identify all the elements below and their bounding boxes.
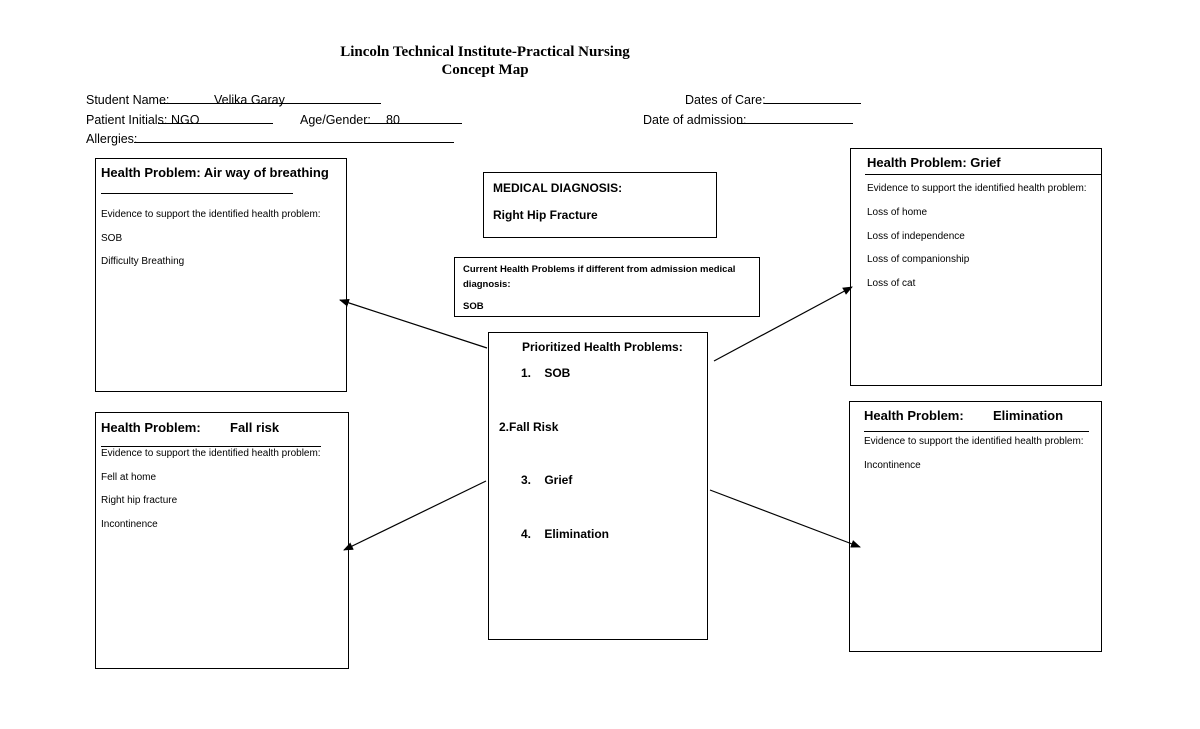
elimination-title-prefix: Health Problem:	[864, 408, 964, 423]
prioritized-label: Prioritized Health Problems:	[522, 340, 683, 354]
elimination-title-underline	[864, 431, 1089, 432]
health-problem-airway-box: Health Problem: Air way of breathing Evi…	[95, 158, 347, 392]
arrow-to-airway	[339, 298, 488, 349]
current-health-problems-box: Current Health Problems if different fro…	[454, 257, 760, 317]
prioritized-item: 2.Fall Risk	[499, 420, 559, 434]
airway-title-underline	[101, 193, 293, 194]
fall-evidence-item: Right hip fracture	[101, 495, 178, 506]
patient-initials-value: NGO	[171, 113, 200, 127]
document-title: Lincoln Technical Institute-Practical Nu…	[340, 44, 630, 60]
student-name-label: Student Name:	[86, 93, 170, 107]
patient-initials-underline	[158, 123, 273, 124]
airway-evidence-item: SOB	[101, 233, 123, 244]
dates-of-care-label: Dates of Care:	[685, 93, 766, 107]
grief-title: Health Problem: Grief	[867, 155, 1001, 170]
arrow-to-elimination	[709, 489, 861, 548]
elimination-evidence-label: Evidence to support the identified healt…	[864, 436, 1084, 447]
date-of-admission-label: Date of admission:	[643, 113, 747, 127]
current-problems-label-line2: diagnosis:	[463, 279, 511, 290]
grief-evidence-item: Loss of home	[867, 207, 928, 218]
medical-diagnosis-label: MEDICAL DIAGNOSIS:	[493, 181, 623, 195]
patient-initials-label: Patient Initials:	[86, 113, 168, 127]
arrow-to-fall	[343, 480, 487, 551]
grief-evidence-item: Loss of independence	[867, 231, 965, 242]
allergies-label: Allergies:	[86, 132, 138, 146]
fall-evidence-item: Incontinence	[101, 519, 158, 530]
student-name-underline	[160, 103, 381, 104]
dates-of-care-underline	[764, 103, 861, 104]
airway-evidence-label: Evidence to support the identified healt…	[101, 209, 321, 220]
allergies-underline	[134, 142, 454, 143]
current-problems-value: SOB	[463, 301, 484, 312]
prioritized-item: 3. Grief	[521, 473, 573, 487]
prioritized-problems-box: Prioritized Health Problems: 1. SOB 2.Fa…	[488, 332, 708, 640]
elimination-title-value: Elimination	[993, 408, 1064, 423]
date-of-admission-underline	[738, 123, 853, 124]
fall-title-value: Fall risk	[230, 420, 280, 435]
grief-title-underline	[865, 174, 1102, 175]
health-problem-elimination-box: Health Problem: Elimination Evidence to …	[849, 401, 1102, 652]
prioritized-item: 4. Elimination	[521, 527, 610, 541]
document-subtitle: Concept Map	[441, 62, 529, 78]
health-problem-fall-box: Health Problem: Fall risk Evidence to su…	[95, 412, 349, 669]
grief-evidence-item: Loss of companionship	[867, 254, 970, 265]
age-gender-label: Age/Gender:	[300, 113, 371, 127]
grief-evidence-label: Evidence to support the identified healt…	[867, 183, 1087, 194]
arrow-to-grief	[713, 286, 853, 362]
grief-evidence-item: Loss of cat	[867, 278, 916, 289]
medical-diagnosis-box: MEDICAL DIAGNOSIS: Right Hip Fracture	[483, 172, 717, 238]
fall-evidence-label: Evidence to support the identified healt…	[101, 448, 321, 459]
airway-evidence-item: Difficulty Breathing	[101, 256, 185, 267]
medical-diagnosis-value: Right Hip Fracture	[493, 208, 598, 222]
fall-title-prefix: Health Problem:	[101, 420, 201, 435]
health-problem-grief-box: Health Problem: Grief Evidence to suppor…	[850, 148, 1102, 386]
current-problems-label-line1: Current Health Problems if different fro…	[463, 264, 736, 275]
prioritized-item: 1. SOB	[521, 366, 571, 380]
fall-evidence-item: Fell at home	[101, 472, 157, 483]
fall-title-underline	[101, 446, 321, 447]
age-gender-underline	[365, 123, 462, 124]
age-gender-value: 80	[386, 113, 400, 127]
student-name-value: Velika Garay	[214, 93, 285, 107]
airway-title: Health Problem: Air way of breathing	[101, 165, 329, 180]
elimination-evidence-item: Incontinence	[864, 460, 921, 471]
